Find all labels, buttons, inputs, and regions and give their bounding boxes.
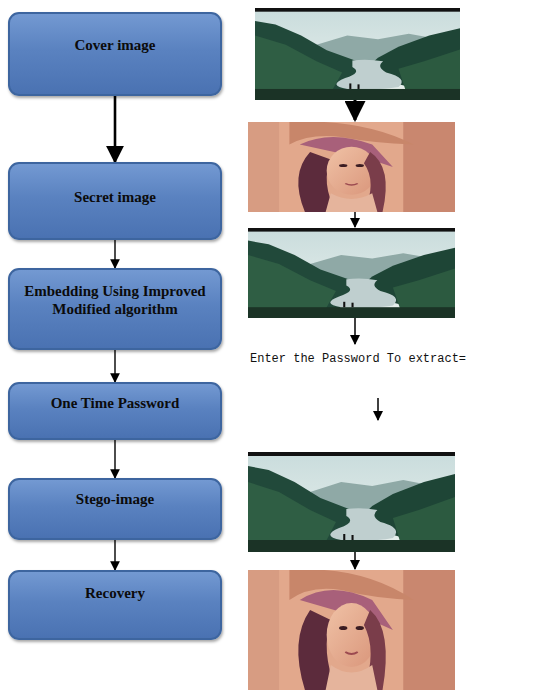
- flow-arrow: [114, 240, 115, 268]
- process-box: Secret image: [8, 162, 222, 240]
- box-label: Cover image: [20, 36, 210, 54]
- process-box: Embedding Using Improved Modified algori…: [8, 268, 222, 350]
- password-prompt: Enter the Password To extract=: [250, 352, 466, 366]
- box-label: One Time Password: [20, 394, 210, 412]
- secret-image: [248, 122, 455, 212]
- flow-arrow: [114, 96, 117, 162]
- box-label: Stego-image: [20, 490, 210, 508]
- flow-arrow: [114, 540, 115, 570]
- process-box: Recovery: [8, 570, 222, 640]
- box-label: Embedding Using Improved Modified algori…: [20, 282, 210, 318]
- process-box: One Time Password: [8, 382, 222, 440]
- flow-arrows: [355, 100, 378, 569]
- box-label: Recovery: [20, 584, 210, 602]
- flow-arrow: [114, 350, 115, 382]
- flow-arrow: [114, 440, 115, 478]
- recovered-image: [248, 569, 455, 690]
- stego-image: [248, 452, 455, 552]
- process-box: Cover image: [8, 12, 222, 96]
- embedded-image: [248, 228, 455, 318]
- box-label: Secret image: [20, 188, 210, 206]
- process-box: Stego-image: [8, 478, 222, 540]
- cover-image: [255, 8, 460, 100]
